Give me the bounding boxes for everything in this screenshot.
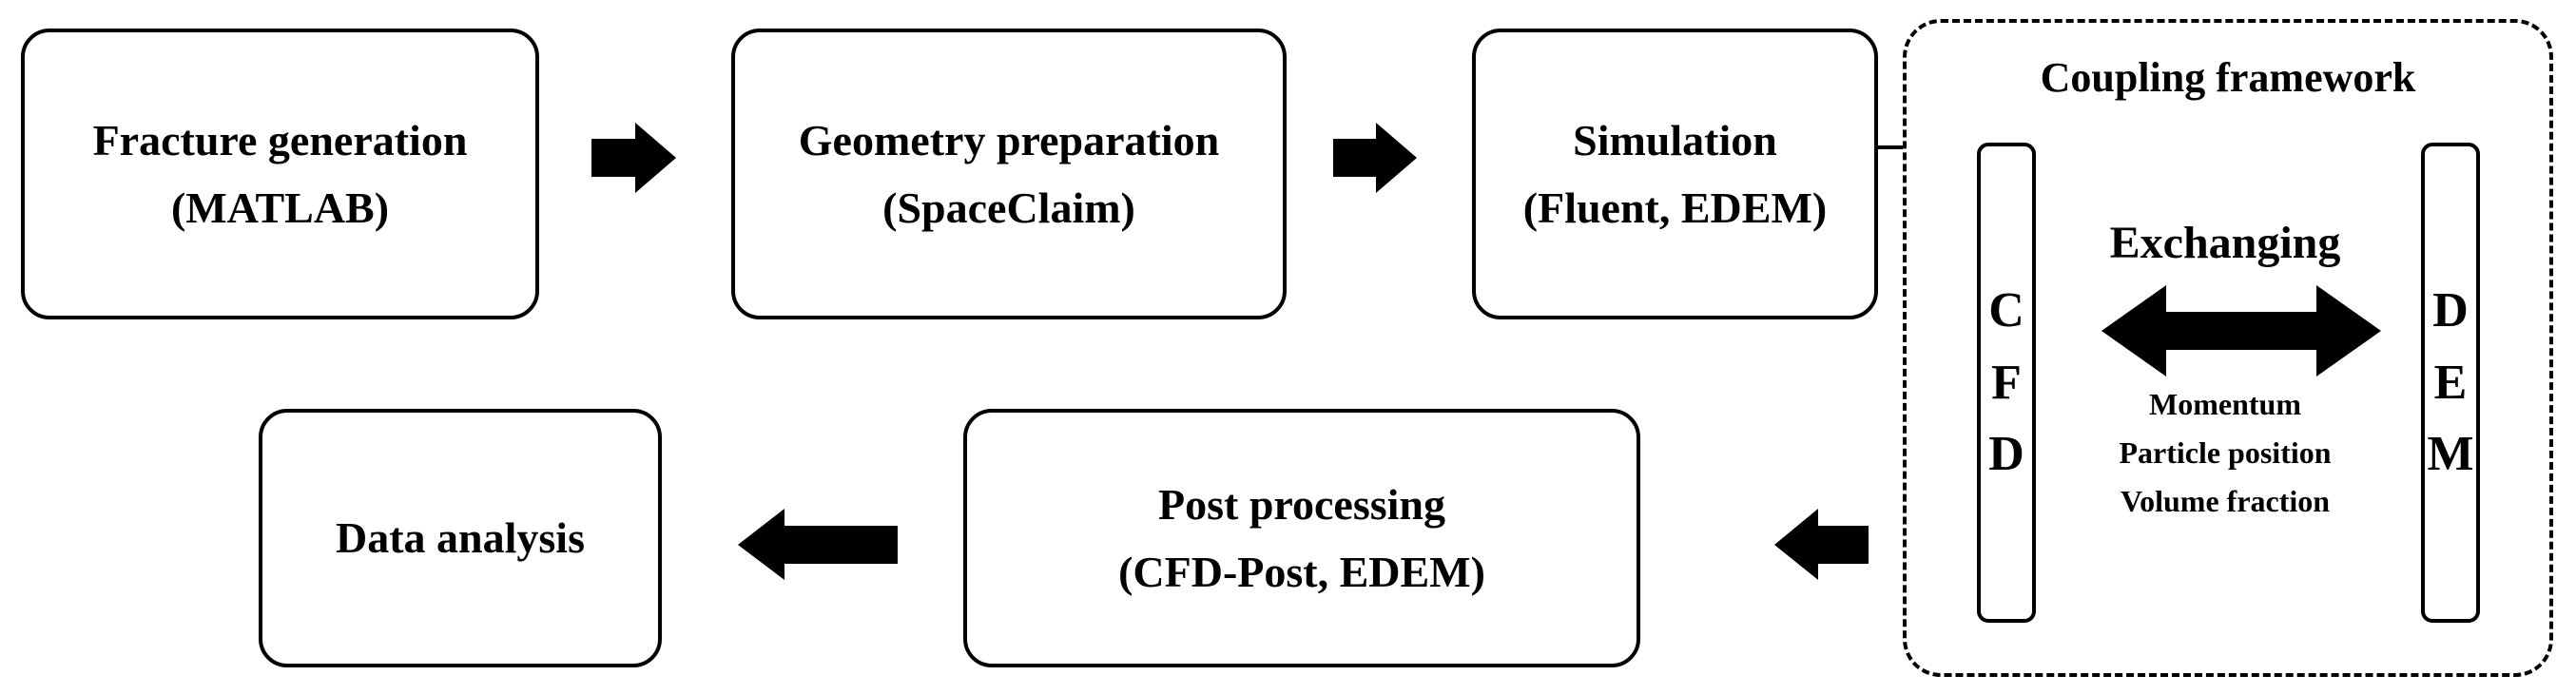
dem-letter: E: [2433, 355, 2468, 410]
exchanging-label: Exchanging: [2109, 218, 2341, 268]
step-tool: (CFD-Post, EDEM): [1118, 548, 1485, 596]
dem-letter: M: [2427, 427, 2474, 482]
step-geometry-preparation: Geometry preparation (SpaceClaim): [731, 29, 1287, 319]
step-title: Simulation: [1573, 115, 1777, 164]
arrow-left-icon: [738, 509, 898, 580]
coupling-framework-title: Coupling framework: [2040, 54, 2416, 101]
step-title: Data analysis: [336, 513, 585, 563]
coupling-framework-frame: [1903, 19, 2553, 677]
dem-column: D E M: [2421, 143, 2480, 623]
cfd-letter: C: [1988, 283, 2024, 338]
step-title: Fracture generation: [92, 115, 468, 164]
step-fracture-generation: Fracture generation (MATLAB): [21, 29, 539, 319]
step-title: Post processing: [1158, 479, 1445, 529]
exchanged-quantity: Momentum: [2149, 387, 2301, 421]
arrow-right-icon: [591, 123, 676, 193]
cfd-letter: D: [1988, 427, 2024, 482]
exchanged-quantity: Particle position: [2119, 435, 2332, 471]
step-tool: (Fluent, EDEM): [1522, 183, 1828, 232]
exchanged-quantities: Momentum Particle position Volume fracti…: [2082, 380, 2368, 527]
exchanged-quantity: Volume fraction: [2120, 484, 2331, 519]
cfd-letter: F: [1991, 355, 2022, 410]
step-tool: (SpaceClaim): [882, 183, 1135, 232]
double-arrow-icon: [2101, 285, 2381, 376]
step-post-processing: Post processing (CFD-Post, EDEM): [963, 409, 1640, 667]
dem-letter: D: [2432, 283, 2469, 338]
step-simulation: Simulation (Fluent, EDEM): [1472, 29, 1878, 319]
arrow-right-icon: [1333, 123, 1417, 193]
cfd-column: C F D: [1977, 143, 2036, 623]
step-tool: (MATLAB): [170, 183, 390, 232]
arrow-left-icon: [1774, 509, 1869, 580]
step-title: Geometry preparation: [798, 115, 1220, 164]
step-data-analysis: Data analysis: [259, 409, 662, 667]
